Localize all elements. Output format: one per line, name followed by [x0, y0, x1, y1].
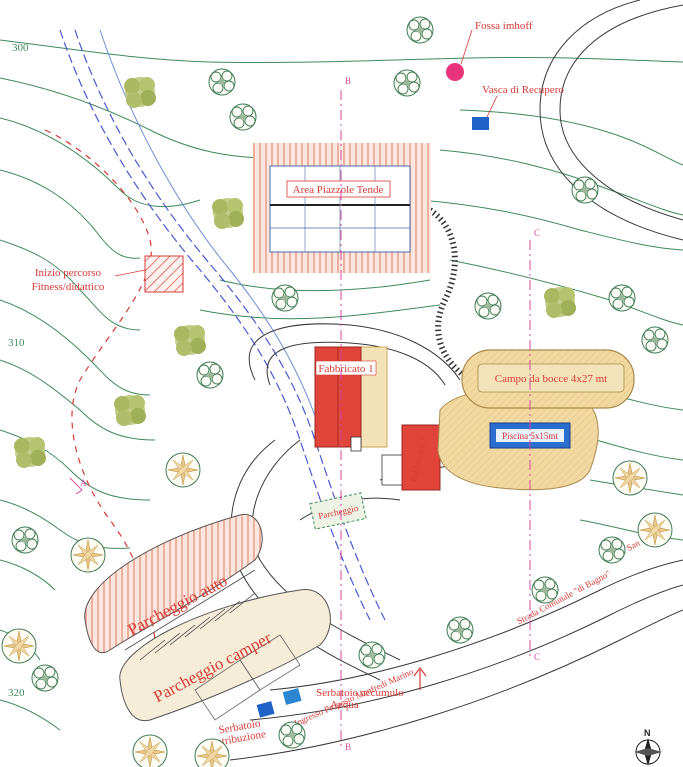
fitness-start-marker [144, 255, 184, 293]
contour-310-label: 310 [8, 337, 25, 349]
bocce-label: Campo da bocce 4x27 mt [495, 373, 607, 385]
building-1-label: Fabbricato 1 [318, 363, 373, 375]
bocce-pool-area: Campo da bocce 4x27 mt Piscina 5x15mt [437, 349, 635, 491]
contour-320-label: 320 [8, 687, 25, 699]
section-lines: B B C C A [69, 76, 540, 752]
section-b-top-label: B [345, 76, 351, 86]
entrance-arrow-icon [413, 667, 427, 690]
section-a-label: A [80, 478, 87, 488]
section-c-top-label: C [534, 228, 540, 238]
tent-area-label: Area Piazzole Tende [293, 184, 384, 196]
distribution-tank-marker [256, 701, 275, 718]
road-label: Strada Comunale "di Bagno" [515, 568, 612, 626]
fitness-label-2: Fitness/didattico [32, 281, 105, 293]
building-2: Fabbricato 2 [381, 424, 441, 491]
accumulation-tank-marker [282, 688, 302, 705]
contour-300-label: 300 [12, 42, 29, 54]
accumulation-tank-label-1: Serbatoio accumulo [316, 687, 404, 699]
north-arrow-icon: N [634, 728, 662, 766]
fossa-imhoff-label: Fossa imhoff [475, 20, 533, 32]
vasca-recupero-label: Vasca di Recupero [482, 84, 564, 96]
fossa-imhoff-marker [446, 63, 464, 81]
vasca-recupero-marker [472, 117, 489, 130]
accumulation-tank-label-2: Acqua [330, 699, 359, 711]
north-label: N [644, 728, 651, 738]
small-parking: Parcheggio [309, 492, 367, 530]
tent-area: Area Piazzole Tende [253, 143, 431, 273]
section-b-bottom-label: B [345, 742, 351, 752]
building-1: Fabbricato 1 [314, 346, 388, 452]
section-c-bottom-label: C [534, 652, 540, 662]
fitness-label-1: Inizio percorso [35, 267, 102, 279]
